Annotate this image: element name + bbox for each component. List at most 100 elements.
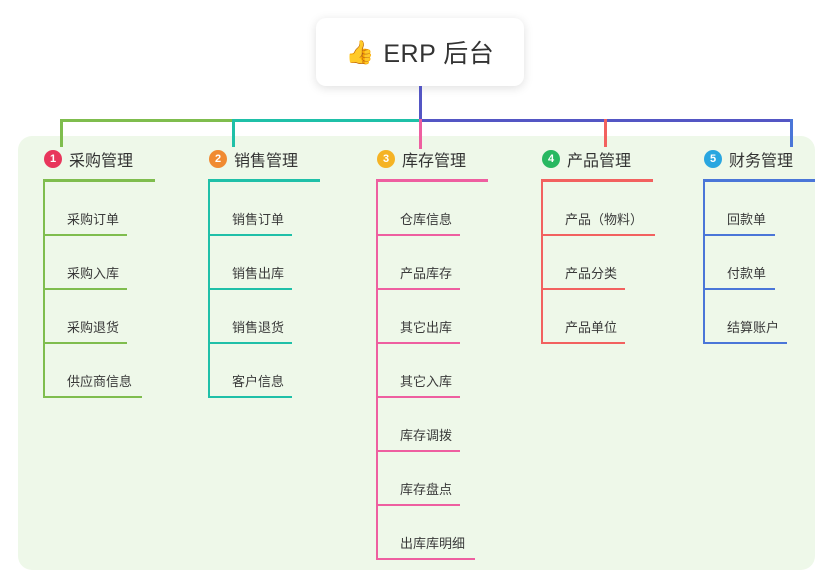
menu-item-rule — [45, 288, 127, 290]
menu-item-rule — [378, 288, 460, 290]
column-items-1: 采购订单采购入库采购退货供应商信息 — [43, 182, 155, 398]
menu-item-rule — [705, 342, 787, 344]
column-items-4: 产品（物料） 产品分类产品单位 — [541, 182, 655, 344]
menu-item-label: 回款单 — [727, 212, 767, 227]
column-badge-2: 2 — [209, 150, 227, 168]
menu-item-rule — [210, 342, 292, 344]
column-drop-line-2 — [232, 119, 235, 147]
menu-item[interactable]: 采购入库 — [43, 236, 155, 290]
menu-item-label: 库存盘点 — [400, 482, 453, 497]
column-title-3: 库存管理 — [402, 153, 467, 170]
menu-item[interactable]: 仓库信息 — [376, 182, 488, 236]
menu-item[interactable]: 其它入库 — [376, 344, 488, 398]
menu-item[interactable]: 出库库明细 — [376, 506, 488, 560]
menu-item-label: 采购入库 — [67, 266, 120, 281]
root-node-erp-backend[interactable]: 👍 ERP 后台 — [316, 18, 524, 86]
column-title-4: 产品管理 — [567, 153, 632, 170]
column-header-1[interactable]: 1 采购管理 — [40, 146, 155, 172]
column-库存管理: 3 库存管理仓库信息产品库存其它出库其它入库库存调拨库存盘点出库库明细 — [373, 146, 488, 560]
menu-item-label: 销售退货 — [232, 320, 285, 335]
column-items-2: 销售订单销售出库销售退货客户信息 — [208, 182, 320, 398]
column-items-3: 仓库信息产品库存其它出库其它入库库存调拨库存盘点出库库明细 — [376, 182, 488, 560]
menu-item-label: 产品分类 — [565, 266, 618, 281]
column-header-rule-4 — [541, 179, 653, 182]
menu-item-label: 销售订单 — [232, 212, 285, 227]
column-header-rule-3 — [376, 179, 488, 182]
column-items-5: 回款单付款单结算账户 — [703, 182, 815, 344]
menu-item-rule — [378, 450, 460, 452]
menu-item-label: 供应商信息 — [67, 374, 133, 389]
menu-item[interactable]: 客户信息 — [208, 344, 320, 398]
menu-item-label: 产品单位 — [565, 320, 618, 335]
column-spine-4 — [541, 182, 543, 344]
menu-item-label: 销售出库 — [232, 266, 285, 281]
menu-item-rule — [378, 558, 475, 560]
menu-item[interactable]: 销售退货 — [208, 290, 320, 344]
menu-item-rule — [378, 504, 460, 506]
menu-item[interactable]: 产品（物料） — [541, 182, 655, 236]
column-title-1: 采购管理 — [69, 153, 134, 170]
bus-segment-1 — [60, 119, 232, 122]
column-header-3[interactable]: 3 库存管理 — [373, 146, 488, 172]
menu-item-rule — [705, 288, 775, 290]
column-drop-line-4 — [604, 119, 607, 147]
column-header-2[interactable]: 2 销售管理 — [205, 146, 320, 172]
menu-item-label: 采购退货 — [67, 320, 120, 335]
menu-item-label: 产品库存 — [400, 266, 453, 281]
column-title-2: 销售管理 — [234, 153, 299, 170]
menu-item[interactable]: 供应商信息 — [43, 344, 155, 398]
menu-item[interactable]: 库存盘点 — [376, 452, 488, 506]
menu-item[interactable]: 回款单 — [703, 182, 815, 236]
menu-item-label: 出库库明细 — [400, 536, 466, 551]
thumbs-up-icon: 👍 — [345, 38, 375, 65]
menu-item-rule — [378, 234, 460, 236]
column-drop-line-5 — [790, 119, 793, 147]
column-产品管理: 4 产品管理产品（物料） 产品分类产品单位 — [538, 146, 655, 344]
diagram-panel — [18, 136, 815, 570]
column-title-5: 财务管理 — [729, 153, 794, 170]
menu-item[interactable]: 产品单位 — [541, 290, 653, 344]
column-badge-4: 4 — [542, 150, 560, 168]
root-drop-line — [419, 86, 422, 122]
column-badge-3: 3 — [377, 150, 395, 168]
column-销售管理: 2 销售管理销售订单销售出库销售退货客户信息 — [205, 146, 320, 398]
column-采购管理: 1 采购管理采购订单采购入库采购退货供应商信息 — [40, 146, 155, 398]
menu-item-rule — [378, 342, 460, 344]
menu-item-rule — [543, 288, 625, 290]
menu-item-label: 付款单 — [727, 266, 767, 281]
column-header-rule-2 — [208, 179, 320, 182]
menu-item[interactable]: 销售订单 — [208, 182, 320, 236]
column-drop-line-1 — [60, 119, 63, 147]
menu-item-rule — [45, 234, 127, 236]
column-spine-2 — [208, 182, 210, 398]
column-badge-1: 1 — [44, 150, 62, 168]
column-spine-5 — [703, 182, 705, 344]
column-header-4[interactable]: 4 产品管理 — [538, 146, 653, 172]
menu-item[interactable]: 付款单 — [703, 236, 815, 290]
menu-item-rule — [378, 396, 460, 398]
menu-item-label: 结算账户 — [727, 320, 780, 335]
menu-item[interactable]: 采购退货 — [43, 290, 155, 344]
menu-item[interactable]: 产品库存 — [376, 236, 488, 290]
menu-item[interactable]: 产品分类 — [541, 236, 653, 290]
menu-item-label: 仓库信息 — [400, 212, 453, 227]
column-drop-line-3 — [419, 119, 422, 149]
menu-item[interactable]: 库存调拨 — [376, 398, 488, 452]
menu-item-label: 产品（物料） — [565, 212, 644, 227]
menu-item[interactable]: 销售出库 — [208, 236, 320, 290]
menu-item-rule — [210, 288, 292, 290]
menu-item-rule — [45, 396, 142, 398]
root-node-label: ERP 后台 — [383, 40, 495, 68]
column-header-rule-1 — [43, 179, 155, 182]
menu-item-label: 采购订单 — [67, 212, 120, 227]
menu-item-label: 其它入库 — [400, 374, 453, 389]
menu-item[interactable]: 其它出库 — [376, 290, 488, 344]
menu-item-rule — [543, 234, 655, 236]
menu-item[interactable]: 采购订单 — [43, 182, 155, 236]
menu-item-label: 库存调拨 — [400, 428, 453, 443]
menu-item-rule — [210, 234, 292, 236]
menu-item[interactable]: 结算账户 — [703, 290, 815, 344]
bus-segment-2 — [232, 119, 419, 122]
menu-item-rule — [705, 234, 775, 236]
